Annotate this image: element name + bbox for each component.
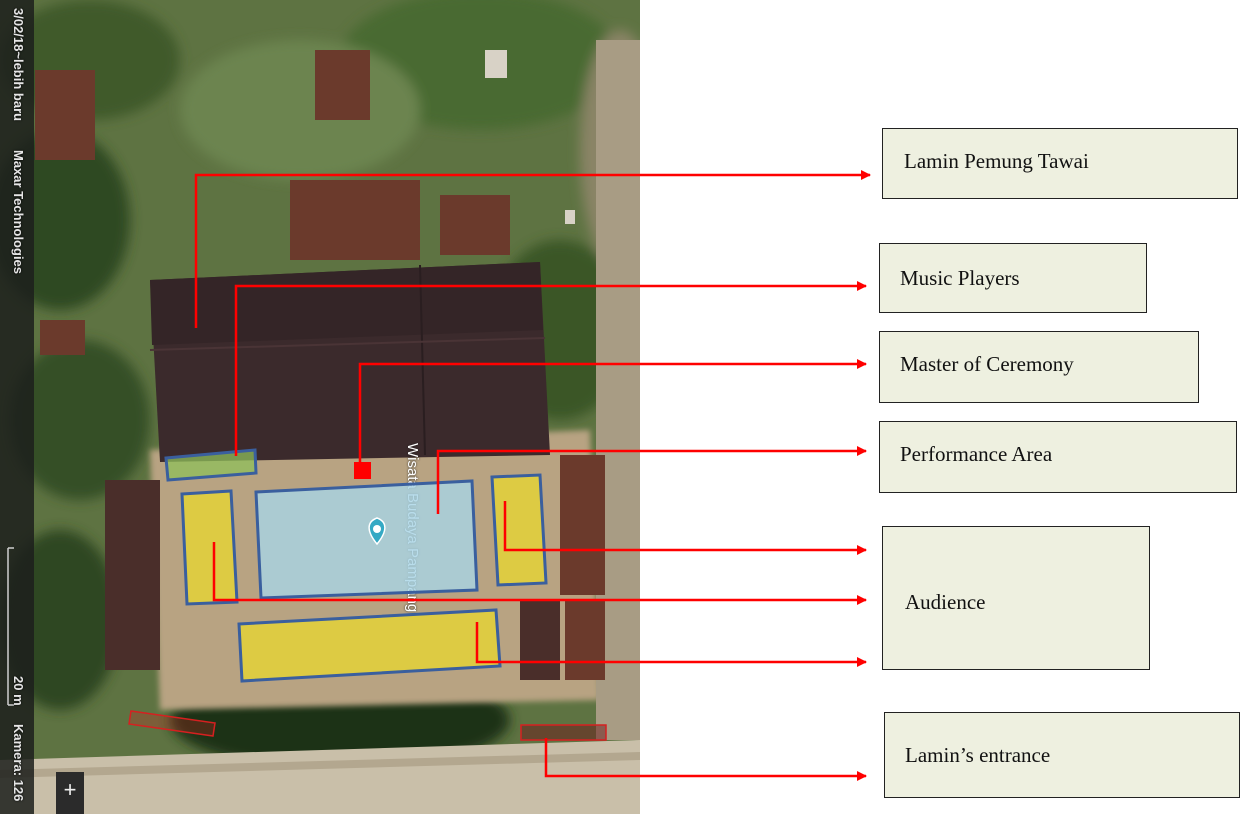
legend-lamin-pemung-tawai: Lamin Pemung Tawai: [882, 128, 1238, 199]
aerial-imagery: [0, 0, 640, 814]
legend-performance-area: Performance Area: [879, 421, 1237, 493]
legend-music-label: Music Players: [900, 266, 1020, 290]
imagery-date-label: 3/02/18~lebih baru: [11, 8, 26, 122]
legend-performance-label: Performance Area: [900, 442, 1053, 466]
aerial-map[interactable]: 3/02/18~lebih baru Maxar Technologies 20…: [0, 0, 640, 814]
legend-audience: Audience: [882, 526, 1150, 670]
legend-audience-label: Audience: [905, 590, 986, 614]
legend-master-of-ceremony: Master of Ceremony: [879, 331, 1199, 403]
legend-music-players: Music Players: [879, 243, 1147, 313]
place-name-label: Wisata Budaya Pampang: [404, 443, 421, 613]
zoom-in-button[interactable]: +: [56, 772, 84, 814]
legend-entrance-label: Lamin’s entrance: [905, 743, 1051, 767]
legend-mc-label: Master of Ceremony: [900, 352, 1074, 376]
scale-label: 20 m: [11, 676, 26, 706]
legend-lamin-entrance: Lamin’s entrance: [884, 712, 1240, 798]
camera-label: Kamera: 126: [11, 724, 26, 802]
legend-lamin-label: Lamin Pemung Tawai: [904, 149, 1089, 173]
provider-label: Maxar Technologies: [11, 150, 26, 275]
plus-icon: +: [63, 777, 77, 802]
